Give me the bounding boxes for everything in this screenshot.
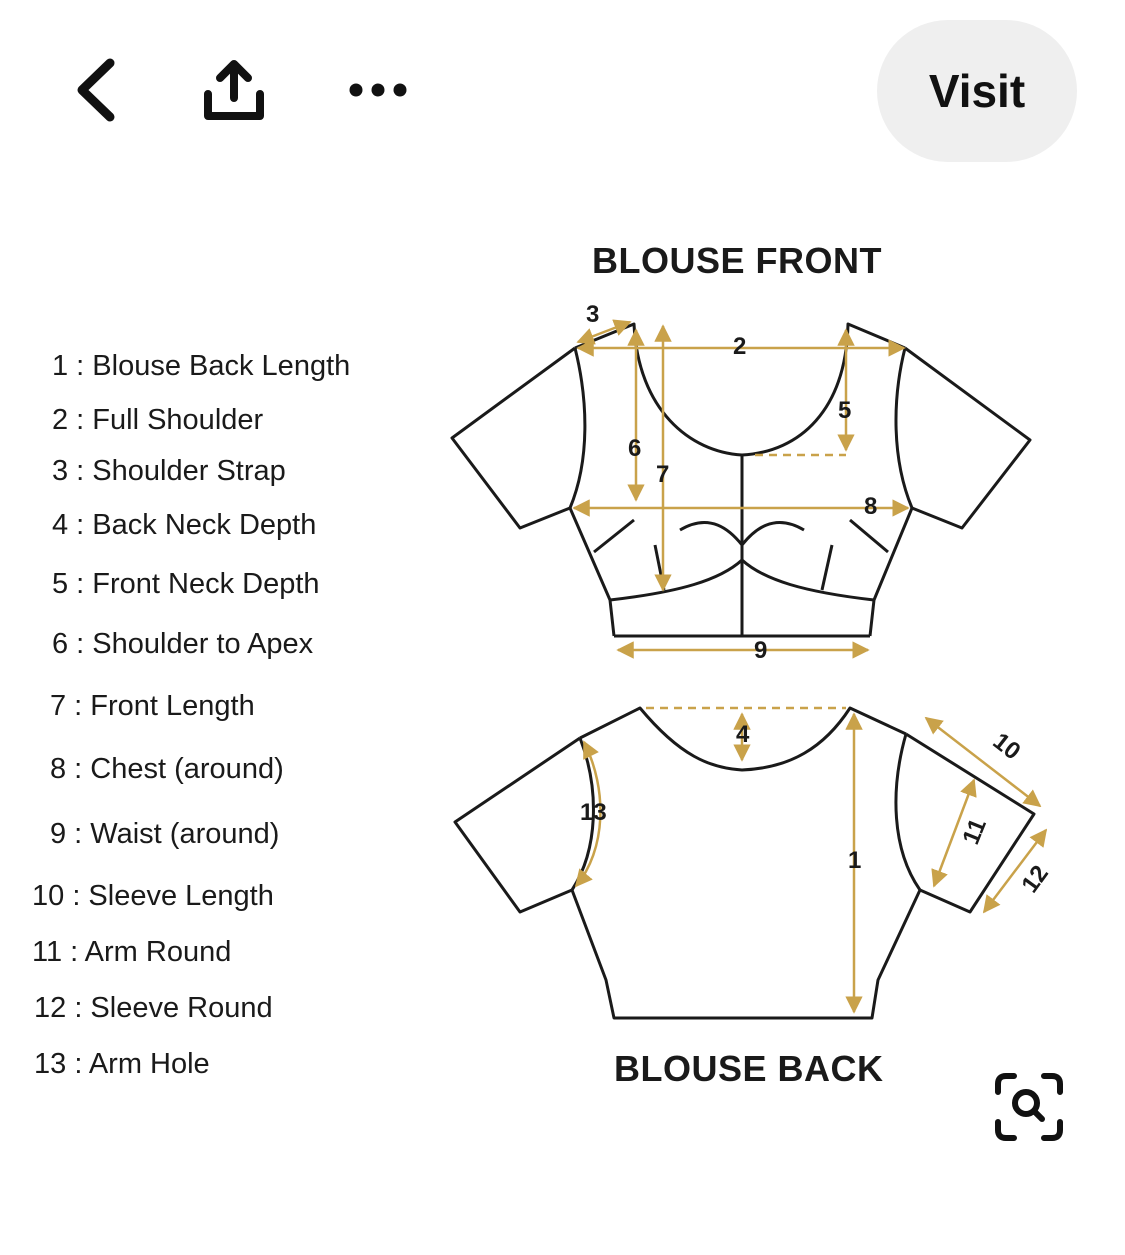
blouse-diagram: 1 2 3 4 5 6 7 8 9 10 11 12 13: [450, 301, 1054, 1020]
legend-item: 3 : Shoulder Strap: [52, 455, 286, 487]
legend-item: 9 : Waist (around): [50, 818, 280, 850]
diagram-label-5: 5: [838, 397, 851, 424]
legend-item: 1 : Blouse Back Length: [52, 350, 351, 382]
blouse-front-title: BLOUSE FRONT: [592, 240, 882, 281]
diagram-label-3: 3: [586, 301, 599, 328]
blouse-front-outline: [450, 322, 1032, 638]
back-measure-lines: [574, 706, 1048, 1014]
diagram-label-8: 8: [864, 493, 877, 520]
legend-item: 2 : Full Shoulder: [52, 404, 264, 436]
diagram-label-6: 6: [628, 435, 641, 462]
legend-item: 10 : Sleeve Length: [32, 880, 274, 912]
measurement-legend: 1 : Blouse Back Length 2 : Full Shoulder…: [0, 200, 430, 1120]
diagram-label-12: 12: [1016, 860, 1054, 897]
more-options-button[interactable]: [340, 60, 416, 120]
more-horizontal-icon: [349, 83, 407, 97]
diagram-label-10: 10: [988, 728, 1026, 766]
legend-item: 8 : Chest (around): [50, 753, 284, 785]
legend-item: 13 : Arm Hole: [34, 1048, 210, 1080]
visit-button[interactable]: Visit: [877, 20, 1077, 162]
legend-item: 11 : Arm Round: [32, 936, 232, 968]
legend-item: 7 : Front Length: [50, 690, 255, 722]
share-button[interactable]: [196, 52, 272, 128]
front-measure-lines: [572, 319, 910, 659]
diagram-label-13: 13: [580, 799, 607, 826]
top-toolbar: Visit: [0, 0, 1125, 180]
pin-image[interactable]: 1 : Blouse Back Length 2 : Full Shoulder…: [0, 200, 1125, 1120]
diagram-label-4: 4: [736, 721, 750, 748]
legend-item: 12 : Sleeve Round: [34, 992, 273, 1024]
legend-item: 5 : Front Neck Depth: [52, 568, 320, 600]
diagram-label-11: 11: [957, 815, 992, 849]
blouse-back-outline: [453, 706, 1036, 1020]
legend-item: 6 : Shoulder to Apex: [52, 628, 314, 660]
visual-search-icon: [995, 1073, 1063, 1141]
diagram-label-2: 2: [733, 333, 746, 360]
visual-search-button[interactable]: [992, 1070, 1066, 1144]
back-button[interactable]: [60, 50, 130, 130]
share-upload-icon: [204, 60, 264, 120]
legend-item: 4 : Back Neck Depth: [52, 509, 317, 541]
blouse-back-title: BLOUSE BACK: [614, 1048, 884, 1089]
diagram-label-7: 7: [656, 461, 669, 488]
diagram-label-9: 9: [754, 637, 767, 664]
chevron-left-icon: [77, 58, 115, 122]
diagram-label-1: 1: [848, 847, 861, 874]
